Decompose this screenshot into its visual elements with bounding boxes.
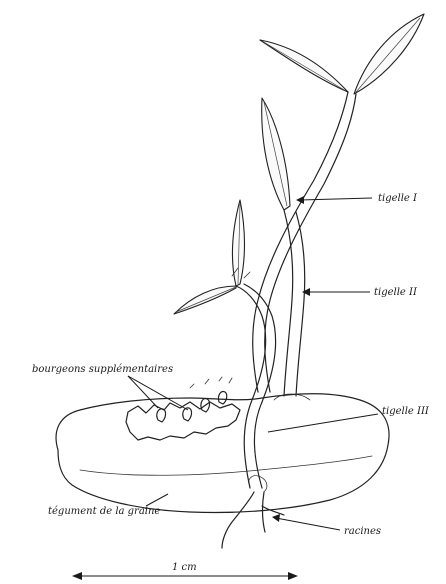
label-tigelle-3: tigelle III [382,406,430,417]
arrowhead-tigelle-2 [302,288,310,296]
leader-tigelle-1 [300,198,372,200]
label-scale: 1 cm [172,562,197,573]
stem-tigelle-2 [274,210,310,400]
label-bourgeons: bourgeons supplémentaires [32,364,173,375]
scale-bar [72,572,298,580]
leader-racines [276,518,340,530]
leader-bourgeons-2 [128,376,188,410]
seed-coat [56,394,389,513]
scale-arrow-right [288,572,298,580]
leader-lines [128,196,378,530]
label-racines: racines [344,526,381,537]
arrowhead-racines [272,514,280,522]
leader-tigelle-3 [268,414,378,432]
leader-tegument [146,494,168,506]
leader-bourgeons-1 [128,376,158,408]
label-tegument: tégument de la graine [48,506,160,517]
scale-arrow-left [72,572,82,580]
label-tigelle-1: tigelle I [378,193,418,204]
leaves [174,14,424,314]
label-tigelle-2: tigelle II [374,287,418,298]
stem-tigelle-3 [236,284,276,488]
